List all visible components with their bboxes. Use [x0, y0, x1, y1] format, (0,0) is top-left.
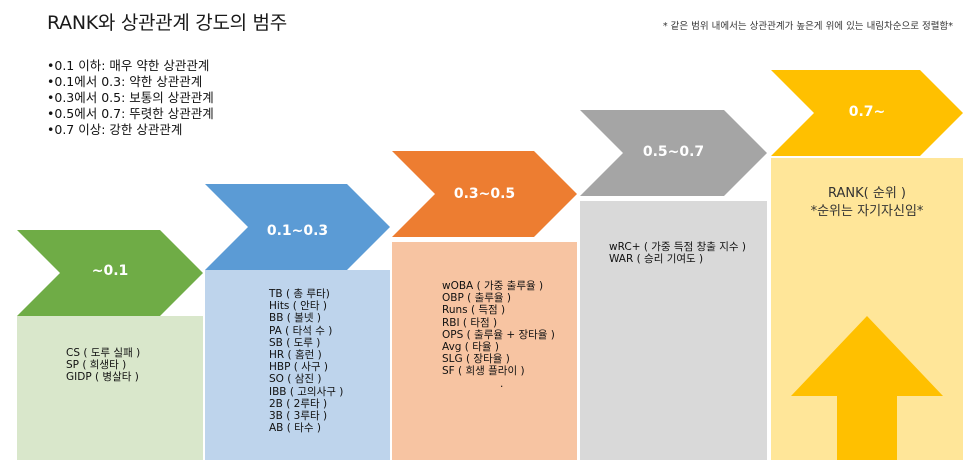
step-arrow-1: ~0.1: [17, 230, 203, 316]
list-item: OBP ( 출루율 ): [442, 292, 511, 305]
list-item: Avg ( 타율 ): [442, 341, 499, 354]
step-3-items: wOBA ( 가중 출루율 ) OBP ( 출루율 ) Runs ( 득점 ) …: [442, 280, 555, 390]
list-item: Runs ( 득점 ): [442, 304, 506, 317]
step-box-1: CS ( 도루 실패 ) SP ( 희생타 ) GIDP ( 병살타 ): [17, 316, 203, 460]
step-label: 0.7~: [848, 104, 886, 120]
list-item: SO ( 삼진 ): [269, 373, 322, 386]
rank-label: RANK( 순위 ): [828, 186, 906, 201]
step-label: 0.1~0.3: [266, 223, 329, 239]
legend-item: •0.3에서 0.5: 보통의 상관관계: [47, 90, 214, 105]
list-item: GIDP ( 병살타 ): [66, 371, 139, 384]
legend-item: •0.1에서 0.3: 약한 상관관계: [47, 74, 203, 89]
rank-note: *순위는 자기자신임*: [810, 204, 924, 219]
step-2-items: TB ( 총 루타) Hits ( 안타 ) BB ( 볼넷 ) PA ( 타석…: [269, 288, 343, 434]
list-item: wRC+ ( 가중 득점 창출 지수 ): [609, 241, 746, 253]
list-item: OPS ( 출루율 + 장타율 ): [442, 328, 555, 341]
list-item: WAR ( 승리 기여도 ): [609, 253, 704, 266]
list-item: HBP ( 사구 ): [269, 361, 328, 374]
list-item: Hits ( 안타 ): [269, 300, 327, 313]
chevron-shape: [205, 184, 390, 270]
chevron-shape: [580, 110, 767, 196]
step-arrow-3: 0.3~0.5: [392, 151, 577, 237]
list-item: .: [500, 377, 504, 390]
list-item: PA ( 타석 수 ): [269, 324, 333, 337]
list-item: RBI ( 타점 ): [442, 316, 498, 329]
list-item: 2B ( 2루타 ): [269, 397, 328, 410]
list-item: SF ( 희생 플라이 ): [442, 365, 525, 378]
step-arrow-5: 0.7~: [771, 70, 963, 156]
step-box-4: wRC+ ( 가중 득점 창출 지수 ) WAR ( 승리 기여도 ): [580, 201, 767, 460]
legend-item: •0.7 이상: 강한 상관관계: [47, 122, 183, 137]
list-item: SB ( 도루 ): [269, 336, 321, 349]
list-item: TB ( 총 루타): [269, 288, 330, 300]
step-box-3: wOBA ( 가중 출루율 ) OBP ( 출루율 ) Runs ( 득점 ) …: [392, 242, 577, 460]
list-item: CS ( 도루 실패 ): [66, 347, 141, 359]
list-item: wOBA ( 가중 출루율 ): [442, 280, 544, 292]
chevron-shape: [392, 151, 577, 237]
sort-note: * 같은 범위 내에서는 상관관계가 높은게 위에 있는 내림차순으로 정렬함*: [662, 21, 953, 32]
up-arrow-icon: [791, 316, 943, 460]
list-item: BB ( 볼넷 ): [269, 312, 321, 325]
step-box-2: TB ( 총 루타) Hits ( 안타 ) BB ( 볼넷 ) PA ( 타석…: [205, 270, 390, 460]
list-item: AB ( 타수 ): [269, 422, 321, 435]
step-label: 0.3~0.5: [453, 186, 516, 202]
list-item: IBB ( 고의사구 ): [269, 385, 344, 398]
step-1-items: CS ( 도루 실패 ) SP ( 희생타 ) GIDP ( 병살타 ): [66, 347, 140, 384]
step-box-5: RANK( 순위 ) *순위는 자기자신임*: [771, 158, 963, 460]
step-4-items: wRC+ ( 가중 득점 창출 지수 ) WAR ( 승리 기여도 ): [609, 241, 746, 265]
list-item: SP ( 희생타 ): [66, 359, 127, 372]
step-arrow-4: 0.5~0.7: [580, 110, 767, 196]
step-label: 0.5~0.7: [642, 144, 705, 160]
legend-item: •0.1 이하: 매우 약한 상관관계: [47, 58, 210, 73]
legend: •0.1 이하: 매우 약한 상관관계 •0.1에서 0.3: 약한 상관관계 …: [47, 58, 214, 138]
list-item: SLG ( 장타율 ): [442, 353, 510, 366]
step-arrow-2: 0.1~0.3: [205, 184, 390, 270]
chevron-shape: [771, 70, 963, 156]
step-label: ~0.1: [91, 263, 129, 279]
list-item: 3B ( 3루타 ): [269, 410, 328, 423]
legend-item: •0.5에서 0.7: 뚜렷한 상관관계: [47, 106, 214, 121]
chevron-shape: [17, 230, 203, 316]
page-title: RANK와 상관관계 강도의 범주: [47, 12, 287, 34]
list-item: HR ( 홈런 ): [269, 349, 322, 362]
